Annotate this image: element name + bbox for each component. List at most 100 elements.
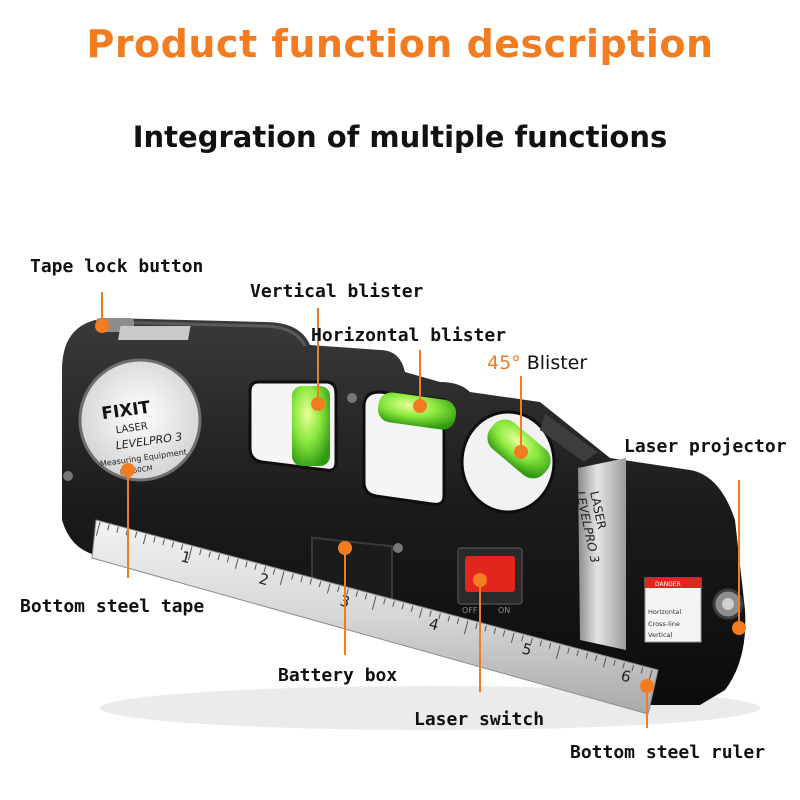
label-45-blister: 45° Blister — [487, 352, 587, 374]
ruler-tick — [309, 578, 313, 585]
ruler-tick — [401, 603, 405, 610]
ruler-tick — [116, 526, 119, 533]
dot — [640, 679, 654, 693]
ruler-tick — [585, 652, 589, 659]
ruler-tick — [254, 563, 257, 570]
badge-line1: LASER — [115, 421, 149, 436]
ruler-mark: 4 — [427, 614, 441, 634]
ruler-tick — [279, 571, 285, 586]
label-45-word: Blister — [526, 352, 588, 374]
ruler-tick — [456, 618, 460, 625]
top-ridge — [104, 320, 307, 347]
dot — [95, 319, 109, 333]
ruler-tick — [371, 595, 377, 610]
device-body — [62, 318, 746, 705]
label-45-degree: 45° — [487, 352, 521, 374]
ruler-mark: 2 — [257, 569, 271, 589]
ruler-tick — [418, 608, 423, 619]
label-laser-switch: Laser switch — [414, 709, 545, 730]
ruler-tick — [226, 556, 230, 563]
ruler-tick — [346, 588, 349, 595]
ruler-mark: 6 — [619, 666, 633, 686]
ruler-tick — [463, 620, 469, 635]
ruler-tick — [539, 640, 543, 647]
ruler-tick — [162, 539, 165, 546]
ruler-tick — [576, 650, 579, 657]
ruler-tick — [187, 546, 193, 561]
ruler-tick — [438, 613, 441, 620]
screw — [347, 393, 357, 403]
screw — [393, 543, 403, 553]
ruler-tick — [234, 558, 239, 569]
ruler-ticks — [95, 521, 653, 684]
ruler-tick — [217, 553, 221, 561]
ruler-tick — [410, 605, 414, 612]
laser-projector-lens-core — [722, 598, 734, 610]
top-sticker — [118, 326, 191, 340]
ruler-tick — [291, 573, 294, 580]
ruler-tick — [153, 536, 156, 543]
ruler-tick — [613, 660, 616, 667]
vertical-blister-vial — [292, 386, 330, 466]
ruler-tick — [392, 600, 395, 607]
dot — [514, 445, 528, 459]
ruler-tick — [180, 544, 184, 551]
ruler-tick — [429, 610, 432, 617]
badge-circle — [78, 358, 202, 482]
ruler-tick — [208, 551, 211, 558]
warning-mode2: Cross-line — [648, 620, 680, 628]
ruler-tick — [318, 581, 322, 588]
dot — [473, 573, 487, 587]
dot — [311, 397, 325, 411]
ruler-tick — [502, 630, 506, 637]
label-horizontal-blister: Horizontal blister — [311, 325, 507, 346]
dot — [732, 621, 746, 635]
dot — [413, 399, 427, 413]
warning-mode1: Horizontal — [648, 608, 681, 616]
leader-dots — [95, 319, 746, 693]
ruler-tick — [493, 627, 497, 635]
label-laser-projector: Laser projector — [624, 436, 787, 457]
warning-label-header-bar — [645, 578, 701, 588]
dot — [338, 541, 352, 555]
dot — [121, 463, 135, 477]
steel-side-plate — [578, 458, 626, 650]
ruler-tick — [475, 623, 478, 630]
ruler-mark: 5 — [520, 639, 534, 659]
leader-lines — [101, 292, 740, 728]
ruler-tick — [300, 576, 303, 583]
ruler-tick — [555, 645, 561, 660]
ruler-tick — [199, 549, 202, 556]
ruler-tick — [447, 615, 451, 622]
screw — [63, 471, 73, 481]
ruler-tick — [364, 593, 368, 600]
ruler-tick — [594, 655, 598, 662]
switch-on-label: ON — [498, 606, 510, 615]
ruler-tick — [326, 583, 331, 594]
ruler-tick — [107, 524, 110, 531]
ruler-tick — [602, 657, 607, 668]
ruler-tick — [134, 531, 138, 538]
label-vertical-blister: Vertical blister — [250, 281, 424, 302]
laser-switch-button[interactable] — [465, 556, 515, 592]
ruler-tick — [484, 625, 487, 632]
switch-off-label: OFF — [462, 606, 478, 615]
label-battery-box: Battery box — [278, 665, 398, 686]
ruler-tick — [622, 662, 625, 669]
ruler-tick — [337, 586, 340, 593]
vent-slot — [540, 414, 598, 462]
ruler-tick — [530, 637, 533, 644]
ruler-tick — [548, 642, 552, 649]
page-title: Product function description — [86, 22, 714, 66]
ruler-tick — [383, 598, 386, 605]
label-tape-lock-button: Tape lock button — [30, 256, 204, 277]
ruler-tick — [95, 521, 101, 536]
ruler-tick — [510, 632, 515, 643]
ruler-tick — [355, 590, 359, 598]
ruler-tick — [263, 566, 267, 573]
ruler-tick — [245, 561, 248, 568]
ruler-tick — [640, 667, 644, 674]
ruler-tick — [272, 568, 276, 575]
ruler-mark: 1 — [179, 547, 193, 567]
label-bottom-steel-ruler: Bottom steel ruler — [570, 742, 766, 763]
